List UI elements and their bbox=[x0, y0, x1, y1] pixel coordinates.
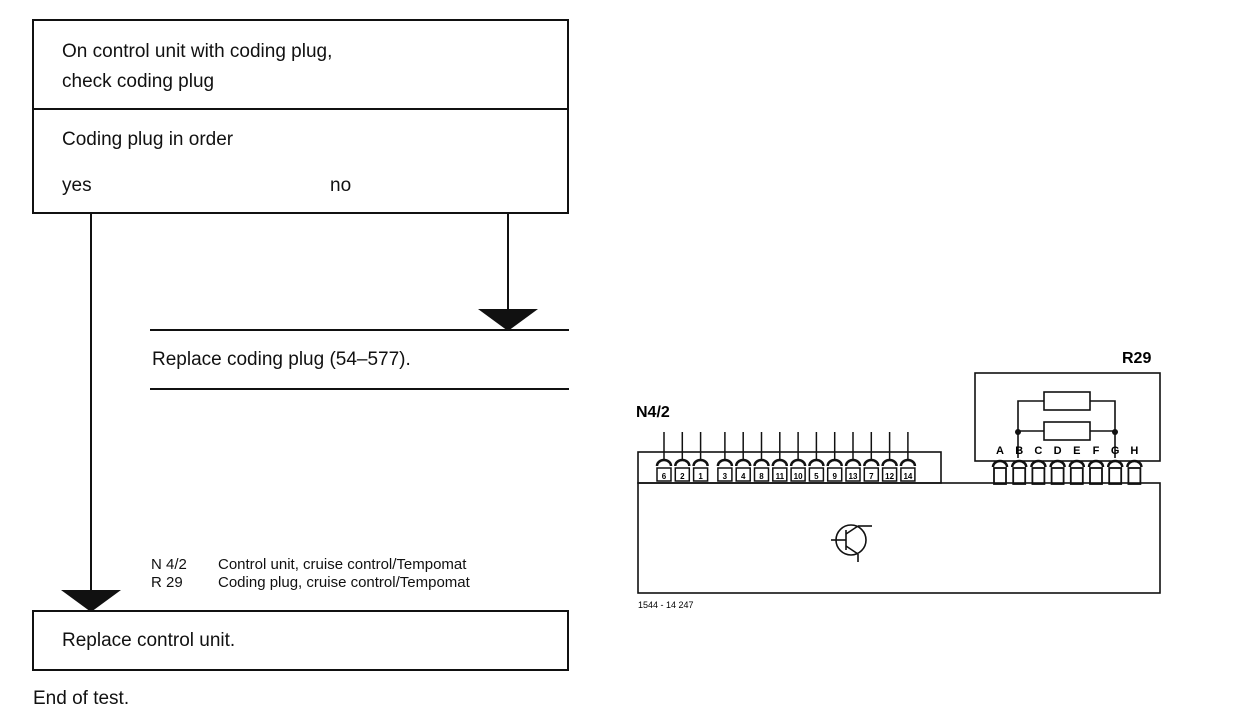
control-unit-pin: 8 bbox=[753, 432, 770, 482]
question-text: Coding plug in order bbox=[62, 129, 234, 150]
resistor-1 bbox=[1043, 391, 1091, 411]
coding-plug-pin: A bbox=[991, 445, 1009, 485]
control-unit-pin: 9 bbox=[826, 432, 843, 482]
question-box: Coding plug in order yes no bbox=[32, 108, 569, 214]
control-unit-pin: 6 bbox=[655, 432, 673, 482]
control-unit-pin: 10 bbox=[789, 432, 807, 482]
control-unit-pin: 12 bbox=[881, 432, 898, 482]
plug-pin-label: H bbox=[1130, 445, 1138, 457]
control-unit-pin: 5 bbox=[808, 432, 825, 482]
replace-plug-text: Replace coding plug (54–577). bbox=[152, 349, 411, 370]
control-unit-pin: 4 bbox=[734, 432, 752, 482]
plug-pin-label: D bbox=[1054, 445, 1062, 457]
pin-label: 4 bbox=[741, 472, 746, 481]
coding-plug-pin: C bbox=[1030, 445, 1047, 485]
control-unit-connector bbox=[637, 451, 942, 484]
pin-label: 13 bbox=[849, 472, 858, 481]
plug-pin-label: B bbox=[1015, 445, 1023, 457]
coding-plug-pin: F bbox=[1087, 445, 1105, 485]
replace-unit-box: Replace control unit. bbox=[32, 610, 569, 671]
coding-plug-pin: G bbox=[1106, 445, 1124, 485]
answer-yes: yes bbox=[62, 175, 92, 196]
legend-code-n42: N 4/2 bbox=[151, 556, 187, 573]
plug-pin-label: A bbox=[996, 445, 1004, 457]
plug-pin-label: F bbox=[1093, 445, 1100, 457]
step1-line1: On control unit with coding plug, bbox=[62, 41, 333, 62]
legend-desc-r29: Coding plug, cruise control/Tempomat bbox=[218, 574, 470, 591]
plug-pin-label: C bbox=[1034, 445, 1042, 457]
step1-line2: check coding plug bbox=[62, 71, 215, 92]
label-n42: N4/2 bbox=[636, 404, 670, 421]
control-unit-pin: 7 bbox=[863, 432, 880, 482]
no-arrow-head bbox=[478, 309, 538, 331]
replace-plug-top-rule bbox=[150, 329, 569, 331]
pin-label: 1 bbox=[698, 472, 703, 481]
check-coding-plug-box: On control unit with coding plug, check … bbox=[32, 19, 569, 110]
coding-plug-pin: H bbox=[1126, 445, 1143, 485]
pin-label: 9 bbox=[832, 472, 837, 481]
coding-plug-housing bbox=[974, 372, 1161, 462]
plug-pin-label: G bbox=[1111, 445, 1120, 457]
transistor-symbol bbox=[835, 524, 867, 556]
control-unit-body bbox=[637, 482, 1161, 594]
pin-label: 14 bbox=[903, 472, 912, 481]
pin-label: 10 bbox=[794, 472, 803, 481]
pin-label: 5 bbox=[814, 472, 819, 481]
end-of-test: End of test. bbox=[33, 688, 130, 709]
replace-unit-text: Replace control unit. bbox=[62, 630, 236, 651]
pin-label: 3 bbox=[723, 472, 728, 481]
control-unit-pin: 11 bbox=[771, 432, 789, 482]
control-unit-pin: 3 bbox=[716, 432, 734, 482]
control-unit-pin: 14 bbox=[899, 432, 917, 482]
coding-plug-pin: B bbox=[1010, 445, 1028, 485]
control-unit-pin: 1 bbox=[692, 432, 709, 482]
pin-label: 12 bbox=[885, 472, 894, 481]
pin-label: 6 bbox=[662, 472, 667, 481]
coding-plug-pin: E bbox=[1068, 445, 1086, 485]
plug-pin-label: E bbox=[1073, 445, 1080, 457]
pin-label: 7 bbox=[869, 472, 874, 481]
label-r29: R29 bbox=[1122, 350, 1151, 367]
legend-desc-n42: Control unit, cruise control/Tempomat bbox=[218, 556, 467, 573]
resistor-2 bbox=[1043, 421, 1091, 441]
yes-arrow-line bbox=[90, 213, 92, 593]
control-unit-pin: 2 bbox=[674, 432, 691, 482]
legend-code-r29: R 29 bbox=[151, 574, 183, 591]
no-arrow-line bbox=[507, 213, 509, 310]
coding-plug-pin: D bbox=[1049, 445, 1066, 485]
figure-number: 1544 - 14 247 bbox=[638, 600, 694, 610]
replace-plug-bottom-rule bbox=[150, 388, 569, 390]
control-unit-pin: 13 bbox=[844, 432, 862, 482]
pin-label: 11 bbox=[776, 472, 785, 481]
pin-label: 2 bbox=[680, 472, 685, 481]
answer-no: no bbox=[330, 175, 352, 196]
pin-label: 8 bbox=[759, 472, 764, 481]
yes-arrow-head bbox=[61, 590, 121, 612]
